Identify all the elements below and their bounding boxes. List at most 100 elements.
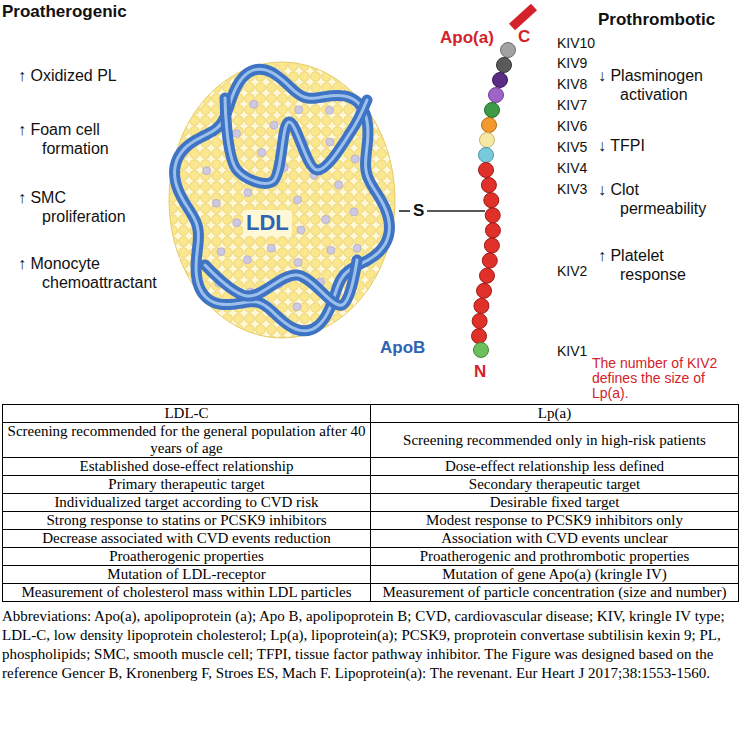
phospholipid-dot	[335, 181, 343, 189]
table-cell: Dose-effect relationship less defined	[371, 458, 739, 476]
table-cell: Secondary therapeutic target	[371, 476, 739, 494]
phospholipid-dot	[233, 219, 241, 227]
protein-label: Apo(a)	[440, 28, 494, 48]
kringle-bead	[485, 208, 500, 223]
apob-ribbon-highlight	[175, 69, 390, 331]
table-cell: Proatherogenic and prothrombotic propert…	[371, 548, 739, 566]
phospholipid-dot	[270, 121, 278, 129]
kringle-chain	[472, 43, 516, 358]
terminus-label: N	[474, 362, 486, 382]
kringle-bead	[485, 223, 500, 238]
effect-item: ↓ Clot permeability	[598, 180, 723, 218]
kringle-bead	[479, 163, 494, 178]
table-cell: Measurement of cholesterol mass within L…	[3, 584, 371, 602]
table-cell: Established dose-effect relationship	[3, 458, 371, 476]
table-cell: Screening recommended for the general po…	[3, 423, 371, 458]
terminus-label: C	[518, 27, 530, 47]
phospholipid-dot	[258, 149, 266, 157]
kringle-label: KIV9	[557, 55, 587, 72]
effect-item: ↓ Plasminogen activation	[598, 66, 723, 104]
kringle-bead	[472, 314, 487, 329]
kringle-bead	[482, 253, 497, 268]
table-row: Primary therapeutic targetSecondary ther…	[3, 476, 739, 494]
phospholipid-dot	[351, 155, 359, 163]
effect-item: ↓ TFPI	[598, 136, 723, 155]
note: The number of KIV2 defines the size of L…	[592, 356, 738, 401]
comparison-table: LDL-CLp(a)Screening recommended for the …	[2, 404, 739, 602]
table-row: Measurement of cholesterol mass within L…	[3, 584, 739, 602]
phospholipid-dot	[294, 258, 302, 266]
table-cell: Mutation of gene Apo(a) (kringle IV)	[371, 566, 739, 584]
protein-label: ApoB	[380, 338, 425, 358]
section-heading: Proatherogenic	[2, 2, 127, 22]
phospholipid-dot	[353, 244, 361, 252]
table-row: Mutation of LDL-receptorMutation of gene…	[3, 566, 739, 584]
phospholipid-dot	[243, 256, 251, 264]
table-cell: Mutation of LDL-receptor	[3, 566, 371, 584]
kringle-label: KIV1	[557, 343, 587, 360]
kringle-label: KIV3	[557, 181, 587, 198]
phospholipid-dot	[233, 130, 241, 138]
phospholipid-dot	[293, 303, 301, 311]
effect-item: ↑ Foam cell formation	[18, 120, 153, 158]
kringle-bead	[497, 58, 512, 73]
phospholipid-dot	[295, 106, 303, 114]
phospholipid-dot	[212, 199, 220, 207]
kringle-label: KIV6	[557, 118, 587, 135]
table-row: Individualized target according to CVD r…	[3, 494, 739, 512]
table-row: Screening recommended for the general po…	[3, 423, 739, 458]
apob-ribbon-highlight	[225, 98, 367, 183]
table-cell: Proatherogenic properties	[3, 548, 371, 566]
kringle-label: KIV4	[557, 160, 587, 177]
kringle-bead	[484, 238, 499, 253]
apob-ribbon	[225, 98, 367, 183]
phospholipid-dot	[297, 226, 305, 234]
table-cell: Primary therapeutic target	[3, 476, 371, 494]
table-header-cell: LDL-C	[3, 405, 371, 423]
ldl-particle: LDL	[167, 60, 397, 340]
kringle-bead	[481, 178, 496, 193]
phospholipid-dot	[327, 246, 335, 254]
kringle-label: KIV2	[557, 263, 587, 280]
table-row: Established dose-effect relationshipDose…	[3, 458, 739, 476]
effect-item: ↑ Monocyte chemoattractant	[18, 254, 153, 292]
apob-ribbon	[205, 260, 357, 305]
section-heading: Prothrombotic	[598, 10, 715, 30]
disulfide-bond	[427, 210, 485, 212]
phospholipid-dot	[267, 244, 275, 252]
phospholipid-dot	[217, 248, 225, 256]
kringle-label: KIV8	[557, 76, 587, 93]
phospholipid-dot	[350, 208, 358, 216]
effect-item: ↑ Oxidized PL	[18, 66, 153, 85]
caption: Abbreviations: Apo(a), apolipoprotein (a…	[2, 607, 737, 683]
phospholipid-dot	[326, 106, 334, 114]
particle-label: LDL	[243, 210, 292, 236]
kringle-bead	[474, 343, 489, 358]
kringle-bead	[493, 73, 508, 88]
phospholipid-dot	[294, 196, 302, 204]
phospholipid-dot	[250, 100, 258, 108]
kringle-bead	[479, 148, 494, 163]
lipid-core	[169, 62, 395, 338]
table-cell: Desirable fixed target	[371, 494, 739, 512]
kringle-bead	[479, 268, 494, 283]
kringle-bead	[484, 193, 499, 208]
apoa-c-tail	[512, 7, 534, 27]
effect-item: ↑ Platelet response	[598, 246, 723, 284]
table-cell: Decrease associated with CVD events redu…	[3, 530, 371, 548]
table-header-cell: Lp(a)	[371, 405, 739, 423]
phospholipid-dot	[244, 189, 252, 197]
phospholipid-dot	[322, 215, 330, 223]
kringle-bead	[480, 133, 495, 148]
kringle-bead	[482, 118, 497, 133]
table-cell: Modest response to PCSK9 inhibitors only	[371, 512, 739, 530]
kringle-bead	[477, 283, 492, 298]
particle-outline	[167, 60, 397, 340]
kringle-label: KIV7	[557, 97, 587, 114]
phospholipid-dot	[203, 167, 211, 175]
effect-item: ↑ SMC proliferation	[18, 188, 153, 226]
table-row: Strong response to statins or PCSK9 inhi…	[3, 512, 739, 530]
disulfide-bond	[399, 210, 410, 212]
table-cell: Strong response to statins or PCSK9 inhi…	[3, 512, 371, 530]
disulfide-label: S	[413, 201, 424, 221]
